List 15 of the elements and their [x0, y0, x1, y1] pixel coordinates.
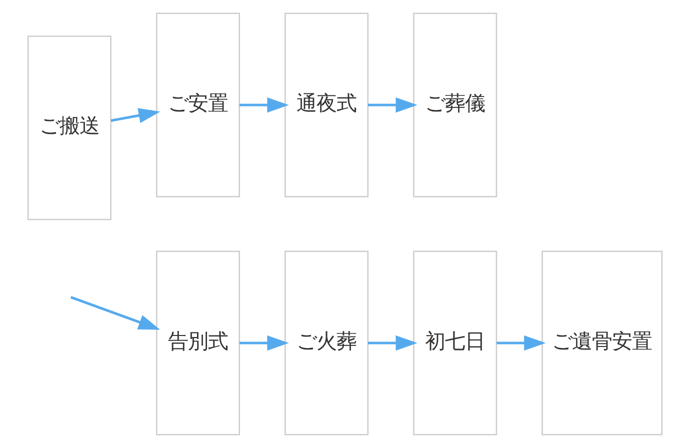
arrow	[110, 108, 160, 123]
node-box: ご安置	[156, 12, 240, 198]
arrow	[496, 335, 546, 351]
node-box: ご搬送	[27, 36, 112, 220]
arrow	[240, 97, 289, 113]
arrow	[70, 296, 160, 330]
node-box: ご遺骨安置	[542, 250, 663, 436]
arrow	[240, 335, 289, 351]
node-box: ご火葬	[284, 250, 369, 436]
node-box: 告別式	[156, 250, 240, 436]
arrow	[368, 97, 418, 113]
node-box: 通夜式	[284, 12, 369, 198]
node-box: ご葬儀	[413, 12, 498, 198]
node-box: 初七日	[413, 250, 498, 436]
arrow	[368, 335, 418, 351]
